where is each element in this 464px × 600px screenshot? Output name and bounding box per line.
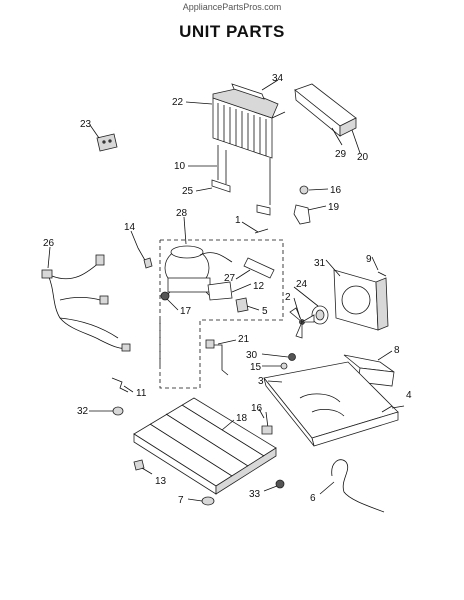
callout-2: 2 xyxy=(285,292,291,303)
part-5[interactable] xyxy=(235,297,249,313)
part-30[interactable] xyxy=(288,353,296,361)
part-drain-rod[interactable] xyxy=(256,158,271,216)
part-fan-shroud[interactable] xyxy=(333,269,389,331)
callout-24: 24 xyxy=(296,279,308,290)
callout-22: 22 xyxy=(172,97,184,108)
callout-21: 21 xyxy=(238,334,250,345)
callout-5: 5 xyxy=(262,306,268,317)
part-evaporator[interactable] xyxy=(133,397,277,495)
part-17[interactable] xyxy=(160,291,170,301)
watermark: AppliancePartsPros.com xyxy=(182,2,282,12)
callout-13: 13 xyxy=(155,476,167,487)
callout-33: 33 xyxy=(249,489,261,500)
part-21[interactable] xyxy=(205,339,229,376)
callout-23: 23 xyxy=(80,119,92,130)
leader-lines xyxy=(47,79,405,502)
callout-28: 28 xyxy=(176,208,188,219)
callout-31: 31 xyxy=(314,258,326,269)
part-screw-4[interactable] xyxy=(381,405,393,413)
callout-18: 18 xyxy=(236,413,248,424)
part-15[interactable] xyxy=(280,362,288,370)
callout-26: 26 xyxy=(43,238,55,249)
callout-14: 14 xyxy=(124,222,136,233)
part-rod-10[interactable] xyxy=(211,145,231,193)
callout-19: 19 xyxy=(328,202,340,213)
part-wiring-harness[interactable] xyxy=(41,254,131,352)
callout-12: 12 xyxy=(253,281,265,292)
part-12[interactable] xyxy=(207,281,233,301)
part-compressor[interactable] xyxy=(163,245,233,299)
part-13[interactable] xyxy=(133,459,145,471)
part-screw-9[interactable] xyxy=(377,271,387,277)
callout-10: 10 xyxy=(174,161,186,172)
callout-4: 4 xyxy=(406,390,412,401)
callout-20: 20 xyxy=(357,152,369,163)
dashed-group-outline xyxy=(159,239,284,389)
part-fan-blade[interactable] xyxy=(289,307,315,339)
callout-34: 34 xyxy=(272,73,284,84)
part-27[interactable] xyxy=(243,257,275,279)
part-16-19[interactable] xyxy=(293,185,311,225)
callout-11: 11 xyxy=(136,388,147,399)
callout-7: 7 xyxy=(178,495,184,506)
callout-9: 9 xyxy=(366,254,372,265)
part-11[interactable] xyxy=(111,377,129,393)
callout-6: 6 xyxy=(310,493,316,504)
part-33[interactable] xyxy=(275,479,285,489)
part-7[interactable] xyxy=(201,496,215,506)
part-14[interactable] xyxy=(137,247,153,269)
callout-3: 3 xyxy=(258,376,264,387)
callout-32: 32 xyxy=(77,406,89,417)
part-duct[interactable] xyxy=(294,83,357,137)
callout-16-lower: 16 xyxy=(251,403,263,414)
callout-labels: 34 22 23 29 20 10 25 16 19 1 28 14 26 9 … xyxy=(43,73,412,506)
callout-17: 17 xyxy=(180,306,192,317)
part-fan-motor[interactable] xyxy=(311,305,329,325)
page-title: UNIT PARTS xyxy=(179,22,285,41)
part-6[interactable] xyxy=(331,459,385,513)
part-16-lower[interactable] xyxy=(261,411,273,435)
callout-27: 27 xyxy=(224,273,236,284)
part-condenser[interactable] xyxy=(212,87,286,159)
callout-1: 1 xyxy=(235,215,241,226)
part-base-pan[interactable] xyxy=(263,361,399,447)
callout-8: 8 xyxy=(394,345,400,356)
part-32[interactable] xyxy=(112,406,124,416)
callout-15: 15 xyxy=(250,362,262,373)
part-screw-1[interactable] xyxy=(254,228,269,234)
part-bracket-34[interactable] xyxy=(231,83,265,100)
callout-30: 30 xyxy=(246,350,258,361)
callout-29: 29 xyxy=(335,149,347,160)
callout-25: 25 xyxy=(182,186,194,197)
part-23[interactable] xyxy=(96,133,118,152)
callout-16: 16 xyxy=(330,185,342,196)
